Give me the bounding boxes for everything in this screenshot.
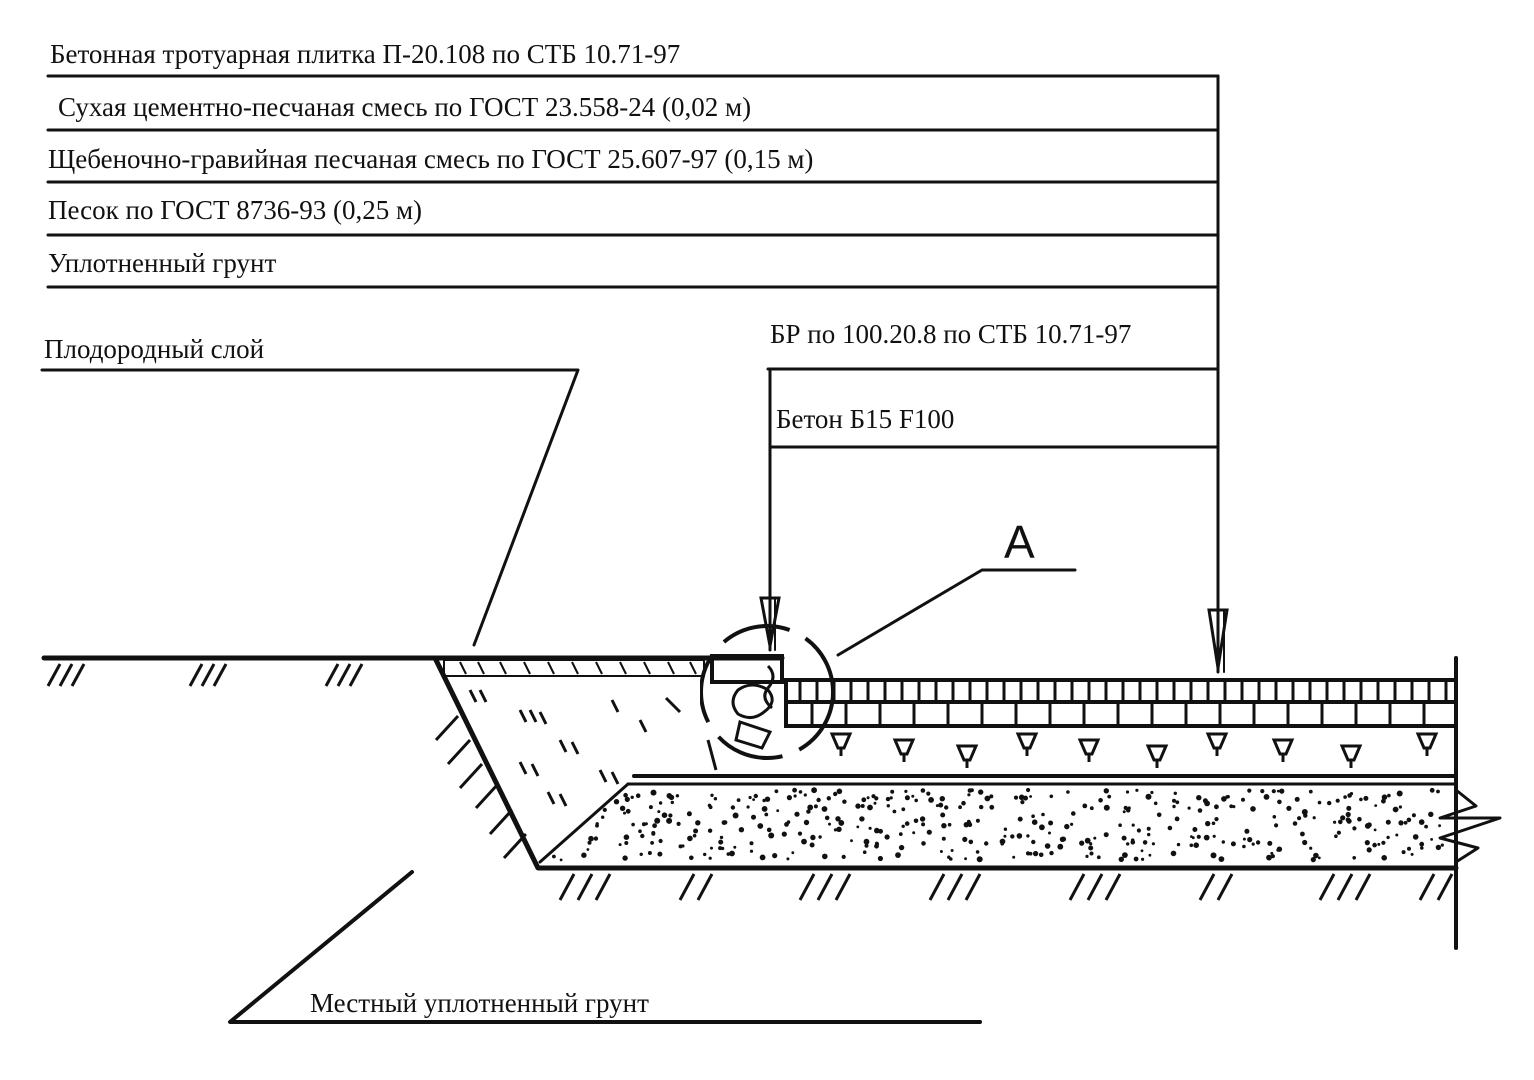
bottom-hatching xyxy=(558,873,1454,901)
label-dry-mix: Сухая цементно-песчаная смесь по ГОСТ 23… xyxy=(58,92,751,122)
label-local-soil: Местный уплотненный грунт xyxy=(310,988,649,1018)
local-soil-callout: Местный уплотненный грунт xyxy=(228,870,982,1024)
sand-dots xyxy=(552,787,1444,863)
trench-outline xyxy=(433,656,1502,950)
label-gravel-mix: Щебеночно-гравийная песчаная смесь по ГО… xyxy=(48,144,813,174)
label-curb: БР по 100.20.8 по СТБ 10.71-97 xyxy=(770,319,1131,349)
slope-hatching xyxy=(434,714,528,860)
layer-callout-block: Бетонная тротуарная плитка П-20.108 по С… xyxy=(46,39,1229,674)
label-fertile-layer: Плодородный слой xyxy=(44,334,264,364)
break-mark xyxy=(1438,788,1502,864)
soil-fill-wedge xyxy=(448,676,700,862)
fertile-layer-callout: Плодородный слой xyxy=(40,334,580,647)
fertile-surface-band xyxy=(443,659,705,677)
label-concrete: Бетон Б15 F100 xyxy=(776,404,954,434)
trench-fill-left xyxy=(443,659,705,862)
leader-line-local-soil xyxy=(228,870,982,1024)
label-paving-tile: Бетонная тротуарная плитка П-20.108 по С… xyxy=(50,39,680,69)
detail-marker-leader xyxy=(836,568,1077,657)
dry-mix-layer xyxy=(784,700,1458,728)
label-sand: Песок по ГОСТ 8736-93 (0,25 м) xyxy=(48,195,422,225)
leader-line-fertile-layer xyxy=(40,368,580,647)
curb-callout: БР по 100.20.8 по СТБ 10.71-97 Бетон Б15… xyxy=(759,319,1220,652)
gravel-markers xyxy=(829,732,1439,768)
detail-marker-callout: А xyxy=(699,516,1077,760)
ground-surface xyxy=(41,655,785,687)
label-compacted-soil: Уплотненный грунт xyxy=(48,248,276,278)
fertile-surface-texture xyxy=(459,661,697,675)
collector-arrowhead xyxy=(1207,608,1229,669)
paving-tile-joints xyxy=(798,682,1448,700)
detail-marker-label: А xyxy=(1004,516,1035,568)
curb-stone xyxy=(706,654,784,771)
sand-layer-left-edge xyxy=(538,782,630,864)
trench-left-slope xyxy=(433,657,1459,871)
ground-hatching-left xyxy=(46,663,364,687)
soil-fill-marks xyxy=(468,689,682,807)
dry-mix-joints xyxy=(810,704,1426,724)
pavement-layers xyxy=(538,678,1458,864)
